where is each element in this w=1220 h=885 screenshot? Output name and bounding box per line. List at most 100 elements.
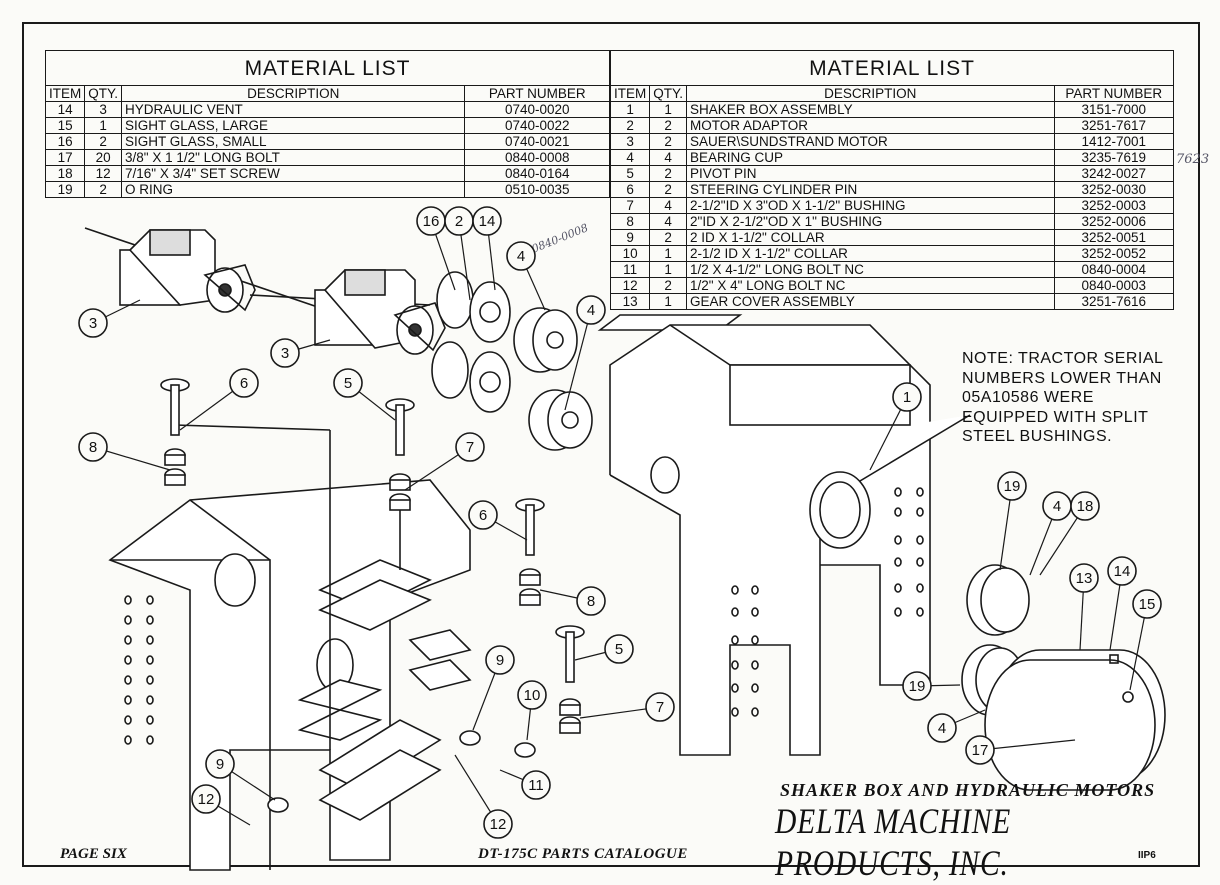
callout-label: 5	[615, 641, 623, 658]
bolt-hole	[124, 715, 132, 725]
callout-label: 13	[1076, 570, 1093, 587]
callout-label: 16	[423, 213, 440, 230]
part-number-cell: 3252-0052	[1053, 245, 1175, 262]
callout-label: 6	[240, 375, 248, 392]
qty-cell: 2	[84, 181, 123, 198]
callout-label: 19	[1004, 478, 1021, 495]
item-cell: 19	[44, 181, 86, 198]
collars	[267, 730, 536, 813]
steering-cylinder-pin-upper	[160, 378, 190, 436]
bolt-hole	[124, 675, 132, 685]
callout-item-3: 3	[78, 299, 141, 338]
part-number-cell: 3151-7000	[1053, 101, 1175, 118]
bolt-hole	[916, 507, 924, 517]
part-number-cell: 0510-0035	[464, 181, 610, 198]
callout-item-4: 4	[1029, 491, 1072, 576]
bolt-hole	[146, 595, 154, 605]
callout-label: 4	[587, 302, 595, 319]
description-cell: 2-1/2 ID X 1-1/2" COLLAR	[686, 245, 1055, 262]
bolt-hole	[146, 715, 154, 725]
bolt-hole	[751, 660, 759, 670]
item-cell: 13	[609, 293, 651, 310]
callout-item-4: 4	[564, 295, 606, 411]
bushings-8-lower	[519, 568, 541, 606]
right-table-title: MATERIAL LIST	[610, 50, 1174, 86]
bolt-hole	[146, 615, 154, 625]
part-number-cell: 3252-0003	[1053, 197, 1175, 214]
bolt-hole	[124, 735, 132, 745]
callout-label: 18	[1077, 498, 1094, 515]
bolt-hole	[124, 615, 132, 625]
pivot-pin-upper	[385, 398, 415, 456]
description-cell: SIGHT GLASS, SMALL	[121, 133, 466, 150]
pivot-frame-assembly	[108, 424, 472, 871]
bolt-hole	[146, 695, 154, 705]
part-number-cell: 0840-0004	[1053, 261, 1175, 278]
footer-code: IIP6	[1138, 850, 1156, 861]
callout-label: 8	[89, 439, 97, 456]
callout-label: 11	[528, 777, 544, 794]
callout-item-19: 19	[997, 471, 1027, 571]
bolt-hole	[751, 683, 759, 693]
mounting-holes-right	[731, 487, 924, 717]
header-qty: QTY.	[649, 85, 688, 102]
callout-item-4: 4	[927, 709, 986, 743]
bolt-hole	[146, 635, 154, 645]
bolt-hole	[916, 487, 924, 497]
callout-label: 2	[455, 213, 463, 230]
item-cell: 16	[44, 133, 86, 150]
callout-label: 7	[656, 699, 664, 716]
note-line: 05A10586 WERE	[962, 389, 1094, 406]
bolt-hole	[751, 635, 759, 645]
callout-item-8: 8	[78, 432, 171, 471]
part-number-cell: 0740-0021	[464, 133, 610, 150]
bolt-hole	[146, 675, 154, 685]
callout-label: 15	[1139, 596, 1156, 613]
hydraulic-motor-right	[314, 269, 446, 355]
bolt-hole	[731, 683, 739, 693]
callout-label: 4	[938, 720, 946, 737]
note-line: STEEL BUSHINGS.	[962, 428, 1113, 445]
footer-catalogue: DT-175C PARTS CATALOGUE	[478, 846, 688, 862]
callout-item-14: 14	[472, 206, 502, 291]
callout-item-15: 15	[1129, 589, 1162, 691]
bolt-hole	[731, 707, 739, 717]
drawing-border	[22, 22, 1200, 867]
bushings-7-upper	[389, 473, 411, 511]
bearing-cups	[513, 307, 593, 451]
callout-label: 5	[344, 375, 352, 392]
callout-item-9: 9	[205, 749, 276, 801]
part-number-cell: 0740-0022	[464, 117, 610, 134]
description-cell: O RING	[121, 181, 466, 198]
note-line: EQUIPPED WITH SPLIT	[962, 408, 1149, 426]
callout-label: 1	[903, 389, 911, 406]
bolt-hole	[124, 695, 132, 705]
part-number-cell: 0840-0164	[464, 165, 610, 182]
callout-item-19: 19	[902, 671, 961, 701]
part-number-cell: 3252-0030	[1053, 181, 1175, 198]
bolt-hole	[916, 583, 924, 593]
callout-item-17: 17	[965, 735, 1076, 765]
callout-item-12: 12	[454, 754, 513, 839]
description-cell: 1/2 X 4-1/2" LONG BOLT NC	[686, 261, 1055, 278]
callout-item-7: 7	[579, 692, 675, 722]
steering-cylinder-pin-lower	[515, 498, 545, 556]
callout-label: 14	[479, 213, 496, 230]
callout-label: 10	[524, 687, 541, 704]
part-number-cell: 3235-7619	[1053, 149, 1175, 166]
bolt-hole	[894, 535, 902, 545]
callout-item-14: 14	[1107, 556, 1137, 651]
bushings-7-lower	[559, 698, 581, 734]
footer-page: PAGE SIX	[60, 846, 127, 862]
bolt-hole	[894, 487, 902, 497]
callout-label: 6	[479, 507, 487, 524]
callout-label: 19	[909, 678, 926, 695]
